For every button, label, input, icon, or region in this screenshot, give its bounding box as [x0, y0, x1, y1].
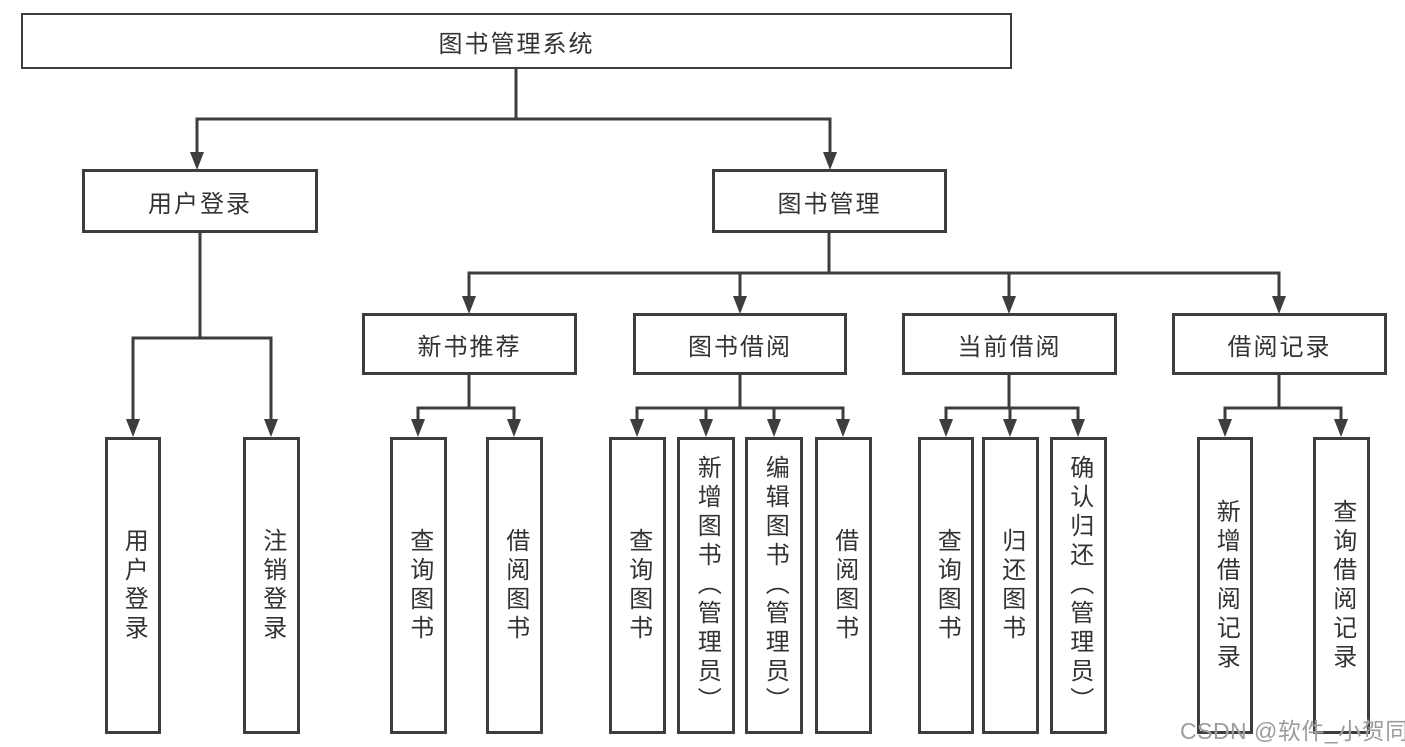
node-edit-book-admin: 编辑图书（管理员） [745, 437, 803, 734]
node-book-borrowing: 图书借阅 [633, 313, 847, 375]
node-query-borrow-record: 查询借阅记录 [1313, 437, 1370, 734]
node-label: 新增图书（管理员） [693, 455, 721, 716]
node-label: 当前借阅 [957, 333, 1062, 361]
node-label: 查询图书 [624, 527, 652, 644]
node-add-book-admin: 新增图书（管理员） [677, 437, 735, 734]
node-label: 归还图书 [997, 527, 1025, 644]
node-label: 图书管理系统 [438, 30, 595, 58]
node-query-books-recommend: 查询图书 [390, 437, 447, 734]
node-user-login-leaf: 用户登录 [105, 437, 161, 734]
node-current-borrowing: 当前借阅 [902, 313, 1117, 375]
node-label: 图书借阅 [688, 333, 792, 361]
node-label: 图书管理 [777, 190, 882, 218]
node-new-book-recommend: 新书推荐 [362, 313, 577, 375]
node-label: 查询图书 [405, 527, 433, 644]
node-add-borrow-record: 新增借阅记录 [1197, 437, 1253, 734]
node-label: 新书推荐 [417, 333, 522, 361]
node-query-books-current: 查询图书 [918, 437, 974, 734]
node-confirm-return-admin: 确认归还（管理员） [1050, 437, 1107, 734]
node-query-books-borrowing: 查询图书 [609, 437, 666, 734]
node-label: 查询借阅记录 [1328, 498, 1356, 673]
node-label: 用户登录 [148, 190, 252, 218]
node-logout: 注销登录 [243, 437, 300, 734]
node-borrow-books-recommend: 借阅图书 [486, 437, 543, 734]
node-return-books: 归还图书 [982, 437, 1039, 734]
node-label: 注销登录 [258, 527, 286, 644]
csdn-watermark: CSDN @软件_小贺同学 [1180, 718, 1405, 744]
node-borrowing-records: 借阅记录 [1172, 313, 1387, 375]
node-book-management: 图书管理 [712, 169, 947, 233]
node-label: 查询图书 [933, 527, 961, 644]
node-label: 用户登录 [120, 527, 148, 644]
node-user-login: 用户登录 [82, 169, 318, 233]
node-label: 借阅图书 [830, 527, 858, 644]
node-label: 借阅记录 [1227, 333, 1332, 361]
node-label: 确认归还（管理员） [1065, 455, 1093, 716]
node-label: 新增借阅记录 [1212, 498, 1240, 673]
node-label: 借阅图书 [501, 527, 529, 644]
node-borrow-books-leaf: 借阅图书 [815, 437, 872, 734]
node-label: 编辑图书（管理员） [761, 455, 789, 716]
node-library-management-system: 图书管理系统 [21, 13, 1012, 69]
